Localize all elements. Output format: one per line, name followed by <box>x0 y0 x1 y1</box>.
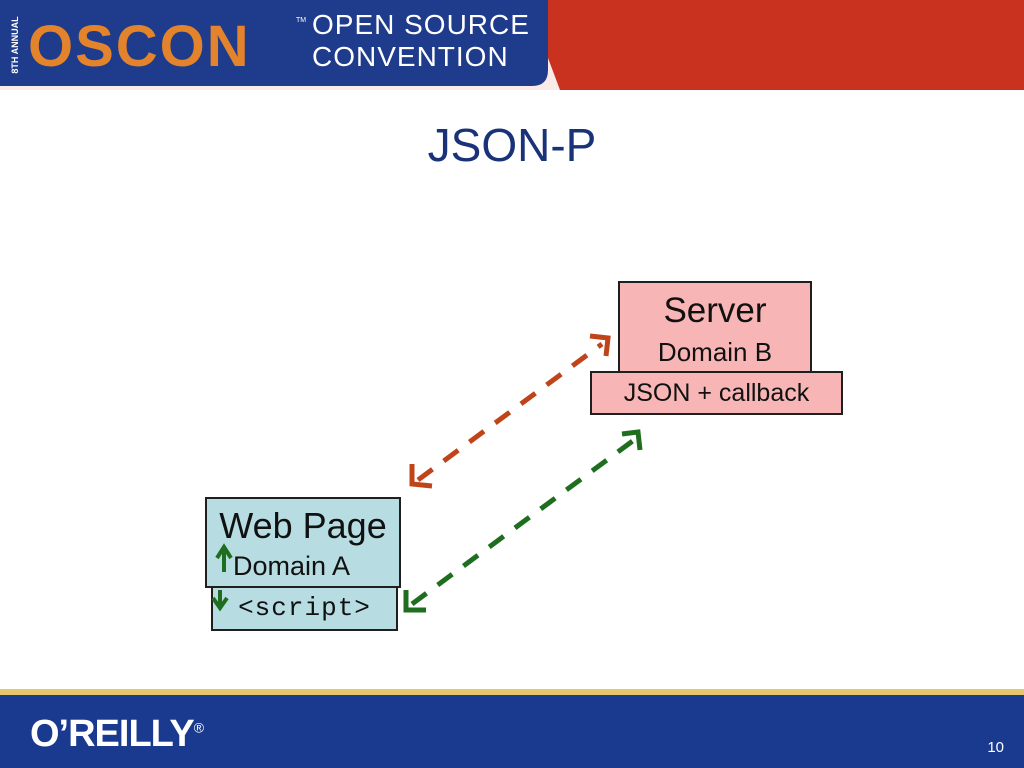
publisher-name: O’REILLY <box>30 713 195 755</box>
response-arrow-line <box>410 437 636 607</box>
json-callback-label: JSON + callback <box>623 379 810 407</box>
web-page-title: Web Page <box>219 505 387 546</box>
conference-banner: 8TH ANNUAL OSCON TM OPEN SOURCE CONVENTI… <box>0 0 1024 90</box>
tagline-open-source: OPEN SOURCE <box>312 9 530 40</box>
tagline-convention: CONVENTION <box>312 41 509 72</box>
edition-label: 8TH ANNUAL <box>10 16 20 74</box>
script-tag-box: <script> <box>211 583 398 631</box>
page-number: 10 <box>987 739 1004 756</box>
banner-white-edge <box>0 58 560 90</box>
json-callback-box: JSON + callback <box>590 371 843 415</box>
server-box: Server Domain B <box>618 281 812 373</box>
banner-blue-panel <box>0 0 548 86</box>
script-tag-label: <script> <box>238 593 371 623</box>
request-arrow-line <box>416 341 604 483</box>
oscon-logo: OSCON <box>28 14 251 79</box>
trademark-mark: TM <box>296 17 306 24</box>
web-page-box: Web Page Domain A <box>205 497 401 588</box>
response-arrow-head-right <box>621 429 643 451</box>
slide-title: JSON-P <box>427 119 597 171</box>
server-domain-label: Domain B <box>657 337 773 367</box>
server-title: Server <box>663 291 767 330</box>
request-arrow-head-right <box>589 333 611 357</box>
registered-mark: ® <box>193 719 204 736</box>
web-page-domain-label: Domain A <box>233 551 351 581</box>
publisher-logo: O’REILLY® <box>30 713 204 756</box>
request-arrow-head-left <box>409 464 433 489</box>
footer-bar: O’REILLY® 10 <box>0 689 1024 768</box>
response-arrow-head-left <box>403 590 426 613</box>
